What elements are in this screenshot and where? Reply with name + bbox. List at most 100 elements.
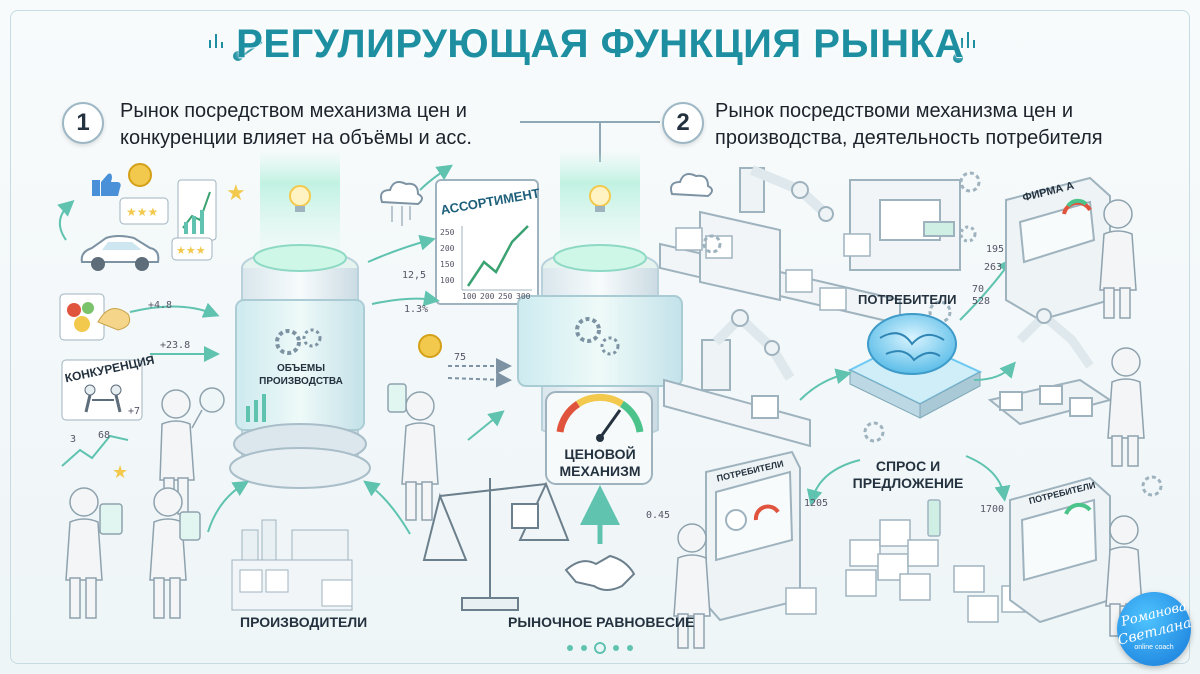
coin-icon-2 [418, 334, 442, 358]
brain-chip [847, 313, 983, 419]
num-23-8: +23.8 [160, 340, 191, 351]
conveyor-mid [663, 378, 811, 448]
label-production-volume-line-1: ОБЪЕМЫ [276, 363, 326, 374]
num-4-8: +4.8 [148, 300, 173, 311]
rating-card-2: ★★★ [171, 237, 213, 261]
person-firm-a [1099, 199, 1137, 319]
label-production-volume: ОБЪЕМЫ ПРОИЗВОДСТВА [258, 362, 344, 388]
arrow-sd-right [965, 455, 1011, 502]
boxes-top [675, 227, 871, 311]
chart-y-tick-2: 200 [440, 244, 455, 253]
num-0-45: 0.45 [646, 510, 671, 521]
robot-arm-right [987, 308, 1113, 426]
chart-x-tick-4: 300 [516, 292, 531, 301]
person-phone [387, 383, 439, 521]
arrow-up-right [419, 164, 453, 191]
handshake-icon [564, 554, 636, 591]
logo-line-3: online coach [1134, 644, 1174, 651]
chart-x-tick-1: 100 [462, 292, 477, 301]
author-logo: Романова Светлана online coach [1116, 592, 1193, 666]
competition-card [61, 359, 143, 421]
factory-icon [231, 519, 353, 611]
growth-chart-card [177, 179, 217, 241]
person-tablet-2 [149, 487, 201, 619]
battery-icon [927, 499, 941, 537]
person-consumers-left [673, 523, 711, 649]
point-1-number: 1 [62, 102, 104, 144]
num-263: 263 [984, 262, 1003, 273]
balance-scale [422, 478, 570, 611]
boxes-bottom [785, 519, 1033, 623]
chart-x-tick-3: 250 [498, 292, 513, 301]
label-supply-demand-line-2: ПРЕДЛОЖЕНИЕ [852, 475, 964, 491]
point-1-line-1: Рынок посредством механизма цен и [120, 100, 467, 122]
thumbs-up-icon [92, 173, 121, 196]
num-7: +7 [128, 406, 141, 417]
cloud-icon-right [670, 173, 713, 198]
robot-arm-mid [701, 309, 795, 391]
rating-card: ★★★ [119, 197, 169, 225]
label-consumers-top: ПОТРЕБИТЕЛИ [858, 292, 957, 307]
curve-arrow-left [57, 200, 75, 241]
label-price-mechanism-line-1: ЦЕНОВОЙ [564, 446, 636, 462]
num-70: 70 [972, 284, 985, 295]
firm-a-control-panel [1005, 176, 1111, 322]
star-icon: ★ [226, 180, 246, 205]
label-supply-demand-line-1: СПРОС И [875, 458, 941, 474]
label-producers: ПРОИЗВОДИТЕЛИ [240, 614, 368, 630]
chart-x-tick-2: 200 [480, 292, 495, 301]
point-1-line-2: конкуренции влияет на объёмы и асс. [120, 127, 472, 149]
point-1-text: Рынок посредством механизма цен и конкур… [120, 98, 472, 152]
food-icon [59, 293, 105, 341]
arrow-cylinder-to-chart [367, 234, 436, 263]
small-trend-line [61, 434, 129, 467]
car-icon [80, 235, 160, 271]
num-1-3: 1.3% [404, 304, 429, 315]
coin-icon [128, 163, 152, 187]
arrow-up-mid [467, 410, 505, 441]
label-price-mechanism: ЦЕНОВОЙ МЕХАНИЗМ [550, 446, 650, 480]
chart-y-tick-4: 100 [440, 276, 455, 285]
arrow-sd-left [806, 459, 861, 506]
bread-icon [97, 308, 131, 331]
chart-y-tick-3: 150 [440, 260, 455, 269]
assortment-chart-card [435, 179, 539, 305]
gauge-panel [545, 391, 653, 485]
label-production-volume-line-2: ПРОИЗВОДСТВА [259, 376, 343, 387]
num-12-5: 12,5 [402, 270, 427, 281]
num-1700: 1700 [980, 504, 1005, 515]
svg-text:★★★: ★★★ [126, 205, 158, 219]
point-2-line-2: производства, деятельность потребителя [715, 127, 1103, 149]
point-2-line-1: Рынок посредствоми механизма цен и [715, 100, 1074, 122]
frame-border [10, 10, 1190, 664]
title-decoration-right [953, 32, 975, 63]
gear-icon [702, 171, 1163, 497]
person-tablet-1 [65, 487, 123, 619]
label-price-mechanism-line-2: МЕХАНИЗМ [559, 463, 641, 479]
svg-text:★★★: ★★★ [176, 245, 206, 257]
lightbulb-icon-2 [589, 185, 611, 212]
person-right-mid [1107, 347, 1145, 467]
num-528: 528 [972, 296, 991, 307]
bottom-decoration [567, 642, 633, 654]
consumers-control-panel-right [1009, 476, 1111, 624]
num-3: 3 [70, 434, 77, 445]
num-195: 195 [986, 244, 1005, 255]
arrow-up-producers [207, 480, 250, 533]
num-75: 75 [454, 352, 467, 363]
page-title: РЕГУЛИРУЮЩАЯ ФУНКЦИЯ РЫНКА [236, 22, 964, 66]
star-icon-2: ★ [112, 462, 128, 482]
chart-y-tick-1: 250 [440, 228, 455, 237]
label-supply-demand: СПРОС И ПРЕДЛОЖЕНИЕ [848, 458, 968, 492]
title-decoration-left [209, 34, 263, 61]
cloud-icon [380, 181, 423, 226]
arrow-to-cylinder-1 [129, 302, 220, 318]
lightbulb-icon [289, 185, 311, 212]
num-68: 68 [98, 430, 111, 441]
label-market-equilibrium: РЫНОЧНОЕ РАВНОВЕСИЕ [508, 614, 695, 630]
robot-arm-top [739, 165, 834, 222]
arrow-brain-right [973, 361, 1016, 381]
point-2-text: Рынок посредствоми механизма цен и произ… [715, 98, 1103, 152]
